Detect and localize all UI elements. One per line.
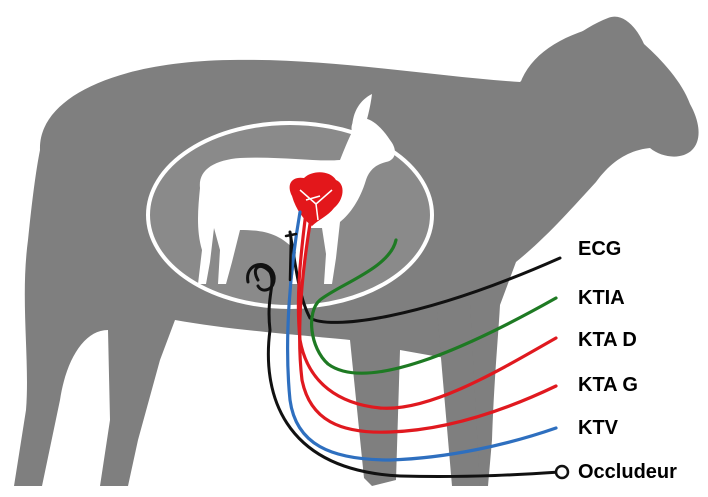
label-ktv: KTV (578, 418, 618, 438)
label-occludeur: Occludeur (578, 462, 677, 482)
label-kta-g: KTA G (578, 375, 638, 395)
label-ktia: KTIA (578, 288, 625, 308)
occludeur-end-icon (556, 466, 568, 478)
label-ecg: ECG (578, 239, 621, 259)
label-kta-d: KTA D (578, 330, 637, 350)
